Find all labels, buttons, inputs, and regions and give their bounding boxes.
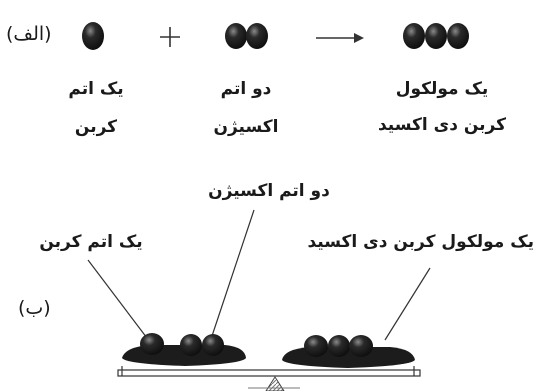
oxygen-pointer-label: دو اتم اکسیژن bbox=[208, 181, 330, 201]
plus-sign bbox=[160, 27, 180, 47]
co2-label-line2: کربن دی اکسید bbox=[377, 115, 506, 135]
oxygen-atoms-label-line2: اکسیژن bbox=[213, 117, 279, 137]
co2-molecule-icon bbox=[403, 23, 469, 49]
co2-pointer-label: یک مولکول کربن دی اکسید bbox=[307, 232, 534, 252]
carbon-atom-label-line2: کربن bbox=[74, 117, 118, 137]
reaction-arrow-icon bbox=[316, 33, 364, 43]
part-a-label: (الف) bbox=[6, 23, 52, 45]
carbon-atom-label-line1: یک اتم bbox=[68, 79, 124, 99]
oxygen-molecule-icon bbox=[225, 23, 268, 49]
balance-scale-icon bbox=[117, 333, 421, 391]
part-b-label: (ب) bbox=[18, 297, 51, 319]
carbon-pointer-label: یک اتم کربن bbox=[39, 232, 143, 252]
carbon-atom-icon bbox=[82, 22, 104, 50]
oxygen-atoms-label-line1: دو اتم bbox=[220, 79, 272, 99]
pointer-lines bbox=[87, 209, 431, 343]
co2-label-line1: یک مولکول bbox=[395, 79, 489, 99]
